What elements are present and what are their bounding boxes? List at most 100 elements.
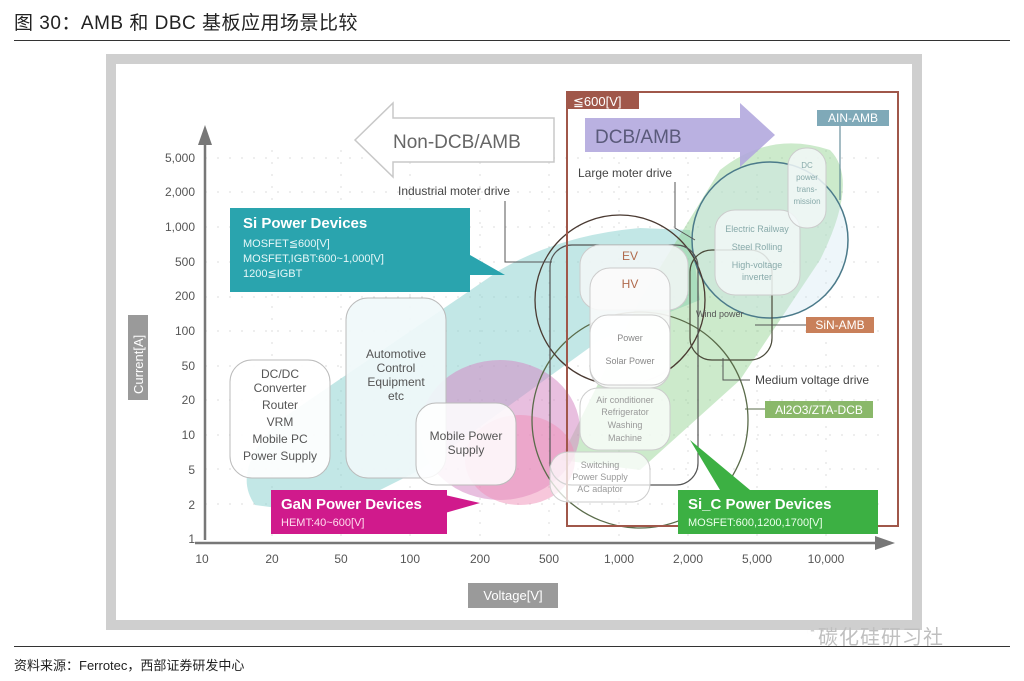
app-text: Automotive bbox=[366, 347, 426, 361]
al2o3-tag: Al2O3/ZTA-DCB bbox=[775, 403, 863, 417]
app-text: trans- bbox=[797, 185, 818, 194]
sic-callout-line: MOSFET:600,1200,1700[V] bbox=[688, 517, 823, 529]
large-drive-leader bbox=[674, 182, 696, 241]
y-tick: 1 bbox=[188, 532, 195, 546]
app-text: Router bbox=[262, 398, 298, 412]
app-text: Supply bbox=[448, 443, 485, 457]
ain-amb-tag: AIN-AMB bbox=[828, 111, 878, 125]
non-dcb-label: Non-DCB/AMB bbox=[393, 132, 521, 153]
y-axis-label: Current[A] bbox=[131, 335, 146, 394]
app-text: Machine bbox=[608, 433, 642, 443]
x-axis-label: Voltage[V] bbox=[483, 588, 542, 603]
axes bbox=[195, 125, 895, 550]
app-dcdc: DC/DC Converter Router VRM Mobile PC Pow… bbox=[229, 359, 331, 479]
app-text: AC adaptor bbox=[577, 484, 623, 494]
voltage-region-label: ≦600[V] bbox=[573, 94, 621, 109]
app-mobile-power: Mobile Power Supply bbox=[415, 402, 517, 486]
industrial-drive-leader bbox=[504, 201, 552, 263]
app-text: DC bbox=[801, 161, 813, 170]
app-text: Converter bbox=[254, 381, 307, 395]
app-text: Power bbox=[617, 333, 643, 343]
y-axis-arrow bbox=[198, 125, 212, 145]
x-tick-labels: 10 20 50 100 200 500 1,000 2,000 5,000 1… bbox=[195, 552, 844, 566]
y-tick-labels: 5,000 2,000 1,000 500 200 100 50 20 10 5… bbox=[165, 151, 195, 546]
figure-title: 图 30：AMB 和 DBC 基板应用场景比较 bbox=[14, 13, 359, 34]
app-text: HV bbox=[622, 277, 639, 291]
app-text: mission bbox=[793, 197, 820, 206]
x-tick: 200 bbox=[470, 552, 490, 566]
x-tick: 10,000 bbox=[808, 552, 845, 566]
y-tick: 20 bbox=[182, 393, 196, 407]
ain-amb-tag-bg bbox=[817, 110, 889, 126]
app-dc-power: DC power trans- mission bbox=[787, 147, 827, 229]
sic-callout-title: Si_C Power Devices bbox=[688, 496, 831, 513]
dcb-arrow bbox=[585, 103, 775, 167]
y-tick: 2 bbox=[188, 498, 195, 512]
large-drive-label: Large moter drive bbox=[578, 166, 672, 180]
bottom-rule bbox=[14, 646, 1010, 647]
dcb-label: DCB/AMB bbox=[595, 127, 682, 148]
al2o3-tag-bg bbox=[765, 401, 873, 418]
y-tick: 200 bbox=[175, 289, 195, 303]
si-callout-title: Si Power Devices bbox=[243, 215, 367, 232]
x-tick: 1,000 bbox=[604, 552, 634, 566]
app-text: Switching bbox=[581, 460, 620, 470]
y-tick: 10 bbox=[182, 428, 196, 442]
x-tick: 20 bbox=[265, 552, 279, 566]
si-callout: Si Power Devices MOSFET≦600[V] MOSFET,IG… bbox=[230, 208, 505, 292]
app-text: power bbox=[796, 173, 818, 182]
x-tick: 10 bbox=[195, 552, 209, 566]
industrial-drive-label: Industrial moter drive bbox=[398, 184, 510, 198]
medium-drive-label: Medium voltage drive bbox=[755, 373, 869, 387]
top-rule bbox=[14, 40, 1010, 41]
app-text: Steel Rolling bbox=[732, 242, 783, 252]
app-text: inverter bbox=[742, 272, 772, 282]
sin-amb-tag: SiN-AMB bbox=[815, 318, 864, 332]
app-text: Electric Railway bbox=[725, 224, 789, 234]
gan-callout: GaN Power Devices HEMT:40~600[V] bbox=[271, 490, 480, 534]
y-axis-label-bg bbox=[128, 315, 148, 400]
non-dcb-arrow bbox=[353, 101, 555, 179]
y-tick: 5 bbox=[188, 463, 195, 477]
app-text: Solar Power bbox=[605, 356, 654, 366]
watermark-text: 碳化硅研习社 bbox=[818, 627, 944, 649]
app-text: Air conditioner bbox=[596, 395, 654, 405]
x-tick: 50 bbox=[334, 552, 348, 566]
y-tick: 1,000 bbox=[165, 220, 195, 234]
app-text: Power Supply bbox=[572, 472, 628, 482]
si-callout-line: 1200≦IGBT bbox=[243, 268, 303, 280]
app-text: Washing bbox=[608, 420, 643, 430]
sin-amb-tag-bg bbox=[806, 317, 874, 333]
sic-callout: Si_C Power Devices MOSFET:600,1200,1700[… bbox=[678, 440, 878, 534]
si-callout-line: MOSFET,IGBT:600~1,000[V] bbox=[243, 253, 384, 265]
x-tick: 500 bbox=[539, 552, 559, 566]
app-text: DC/DC bbox=[261, 367, 299, 381]
y-tick: 500 bbox=[175, 255, 195, 269]
medium-drive-leader bbox=[722, 358, 750, 381]
y-tick: 50 bbox=[182, 359, 196, 373]
wind-power-label: Wind power bbox=[696, 309, 744, 319]
app-text: Control bbox=[377, 361, 416, 375]
app-text: Power Supply bbox=[243, 449, 317, 463]
x-tick: 100 bbox=[400, 552, 420, 566]
app-text: etc bbox=[388, 389, 404, 403]
app-railway: Electric Railway Steel Rolling High-volt… bbox=[714, 209, 801, 296]
si-callout-line: MOSFET≦600[V] bbox=[243, 238, 330, 250]
app-text: EV bbox=[622, 249, 638, 263]
x-axis-arrow bbox=[875, 536, 895, 550]
app-text: Refrigerator bbox=[601, 407, 649, 417]
app-appliance: Air conditioner Refrigerator Washing Mac… bbox=[579, 387, 671, 451]
x-tick: 2,000 bbox=[673, 552, 703, 566]
app-text: High-voltage bbox=[732, 260, 783, 270]
y-tick: 2,000 bbox=[165, 185, 195, 199]
y-tick: 5,000 bbox=[165, 151, 195, 165]
app-text: VRM bbox=[267, 415, 294, 429]
app-power: Power Solar Power bbox=[589, 314, 671, 386]
wechat-icon: ◔◔ bbox=[806, 623, 826, 640]
voltage-region-tag-bg bbox=[567, 92, 639, 109]
y-tick: 100 bbox=[175, 324, 195, 338]
gan-callout-line: HEMT:40~600[V] bbox=[281, 517, 364, 529]
gan-callout-title: GaN Power Devices bbox=[281, 496, 422, 513]
app-switching: Switching Power Supply AC adaptor bbox=[549, 451, 651, 503]
